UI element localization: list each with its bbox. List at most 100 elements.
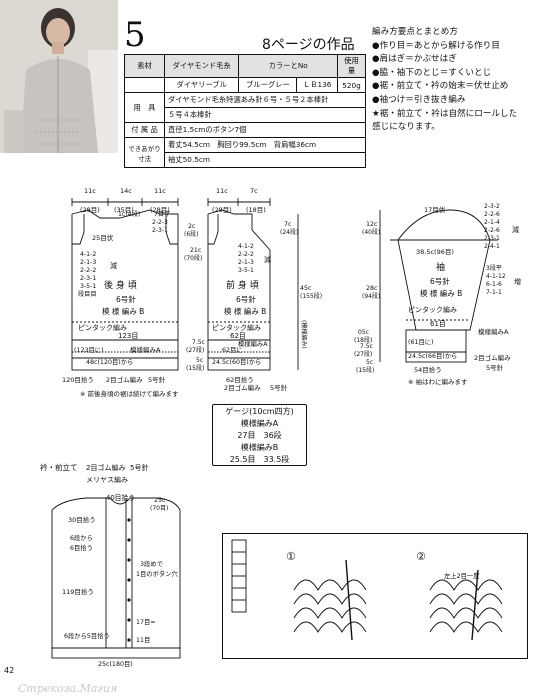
front-cast-on: 62目拾う [226, 375, 254, 384]
spec-table: 素材 ダイヤモンド毛糸 カラーとNo 使用量 ダイヤリーブル ブルーグレー ＬＢ… [124, 54, 366, 168]
back-dim: 11c [84, 187, 96, 195]
sleeve-len: 28c [366, 285, 378, 292]
pattern-number: 5 [124, 15, 146, 55]
gauge-b-value: 25.5目 33.5段 [229, 455, 290, 464]
back-arm-depth: 2c [188, 223, 196, 230]
sleeve-pattern: 模 様 編み B [420, 288, 462, 298]
sleeve-width: 38.5c(96目) [416, 248, 454, 256]
back-dec: 2-2-3 [152, 219, 168, 226]
front-dim: 7c [250, 187, 258, 195]
notes-line: ●脇・袖下のとじ＝すくいとじ [372, 67, 492, 78]
sleeve-61: 61目 [430, 320, 446, 328]
sleeve-cap-shape: 2-3-1 [484, 235, 500, 242]
sleeve-rib: 2目ゴム編み [474, 353, 511, 362]
sleeve-inc-label: 増 [514, 277, 521, 286]
band-sub: メリヤス編み [86, 475, 128, 484]
front-hem-inc: 24.5c(60目)から [212, 358, 261, 366]
sleeve-len-rows: (94段) [362, 292, 380, 300]
material-value: ダイヤモンド毛糸 [163, 54, 240, 78]
back-rib-len: 5c [196, 357, 203, 364]
back-body-rows: (70段) [184, 254, 202, 262]
back-arm-rows: (6段) [184, 230, 199, 238]
front-title: 前 身 頃 [226, 279, 259, 291]
band-neck-pick: 40目拾う [106, 493, 135, 502]
size-line-2: 袖丈50.5cm [164, 152, 366, 168]
band-count17: 17目= [136, 618, 156, 626]
back-rib-needle: 5号針 [148, 375, 166, 384]
back-dim: (35目) [114, 206, 134, 214]
front-outline [207, 209, 271, 341]
back-pattern: 模 様 編み B [102, 306, 144, 316]
front-shape: 4-1-2 [238, 243, 254, 250]
sleeve-cap-label: 減 [512, 225, 519, 234]
band-pick119: 119目拾う [62, 587, 94, 596]
back-cast-on: 120目拾う [62, 375, 94, 384]
sleeve-rib-needle: 5号針 [486, 363, 504, 372]
front-rib: 2目ゴム編み [224, 383, 261, 392]
model-photo [0, 0, 118, 153]
back-shape: 2-3-1 [80, 275, 96, 282]
back-title: 後 身 頃 [104, 279, 137, 291]
sleeve-hem-rows: (18段) [354, 336, 372, 344]
sleeve-rib-rows: (15段) [356, 366, 374, 374]
sleeve-hem2: 7.5c [360, 343, 373, 350]
back-dim: 11c [154, 187, 166, 195]
sleeve-title: 袖 [436, 261, 445, 273]
front-rib-needle: 5号針 [270, 383, 288, 392]
notes-line: ●裾・前立て・衿の始末＝伏せ止め [372, 81, 509, 92]
chart-step-2: ② [416, 550, 426, 563]
sleeve-cap-shape: 2-3-2 [484, 203, 500, 210]
gauge-title: ゲージ(10cm四方) [225, 407, 294, 416]
sleeve-cap-bind: 17目伏 [424, 205, 446, 214]
front-pintuck: ピンタック編み [212, 323, 261, 332]
back-neck: 25目伏 [92, 233, 114, 242]
notes-line: ●肩はぎ＝かぶせはぎ [372, 54, 457, 65]
back-shape: 4-1-2 [80, 251, 96, 258]
front-dim: 11c [216, 187, 228, 195]
front-dec: 減 [264, 255, 271, 264]
color-label: カラーとNo [238, 54, 338, 78]
back-shape: 2-2-2 [80, 267, 96, 274]
front-dim: (28目) [212, 206, 232, 214]
back-shape: 2-1-3 [80, 259, 96, 266]
sleeve-cap-h: 12c [366, 221, 378, 228]
sleeve-pintuck: ピンタック編み [408, 305, 457, 314]
sleeve-inc: 4-1-12 [486, 273, 506, 280]
sleeve-inc: 7-1-1 [486, 289, 502, 296]
notes-line: ★裾・前立て・衿は自然にロールした [372, 108, 518, 119]
watermark-logo: Стрекоза.Магия [18, 682, 117, 695]
band-collar-len: 25c [154, 497, 166, 504]
back-armhole: 減 [110, 261, 117, 270]
size-label: できあがり寸法 [124, 137, 165, 168]
back-rib-rows: (15段) [186, 364, 204, 372]
front-pattern: 模 様 編み B [224, 306, 266, 316]
back-dim: 14c [120, 187, 132, 195]
back-dec2: 2-3-1 [152, 227, 168, 234]
band-rib: 2目ゴム編み [86, 463, 125, 472]
front-width: 62目 [230, 332, 246, 340]
band-bottom-len: 25c(180目) [98, 660, 133, 668]
back-hem-label: 模様編みA [130, 345, 161, 354]
sleeve-inc: 6-1-6 [486, 281, 502, 288]
band-needle: 5号針 [130, 463, 148, 472]
front-shape: 2-2-2 [238, 251, 254, 258]
gauge-box: ゲージ(10cm四方) 模様編みA 27目 36段 模様編みB 25.5目 33… [212, 404, 307, 466]
back-body-len: 21c [190, 247, 202, 254]
page-reference: 8ページの作品 [262, 37, 355, 53]
band-pick30: 30目拾う [68, 515, 96, 524]
notes-line: ●作り目＝あとから解ける作り目 [372, 40, 500, 51]
front-neck-rows: (24段) [280, 228, 298, 236]
sleeve-hem2-rows: (27段) [354, 350, 372, 358]
front-hem-label: 模様編みA [238, 339, 268, 348]
back-shoulder: 1c(4段) [118, 210, 140, 218]
front-dim: (18目) [246, 206, 266, 214]
front-side: (模様編み) [300, 320, 308, 349]
front-shape: 3-5-1 [238, 267, 254, 274]
sleeve-inc: 3段平 [486, 264, 502, 272]
svg-text:Стрекоза.Магия: Стрекоза.Магия [18, 682, 117, 695]
gauge-a-label: 模様編みA [240, 419, 279, 428]
sleeve-hem-label: 模様編みA [478, 327, 509, 336]
sleeve-rib-len: 5c [366, 359, 373, 366]
sleeve-hem-inc: 24.5c(66目)から [408, 352, 457, 360]
